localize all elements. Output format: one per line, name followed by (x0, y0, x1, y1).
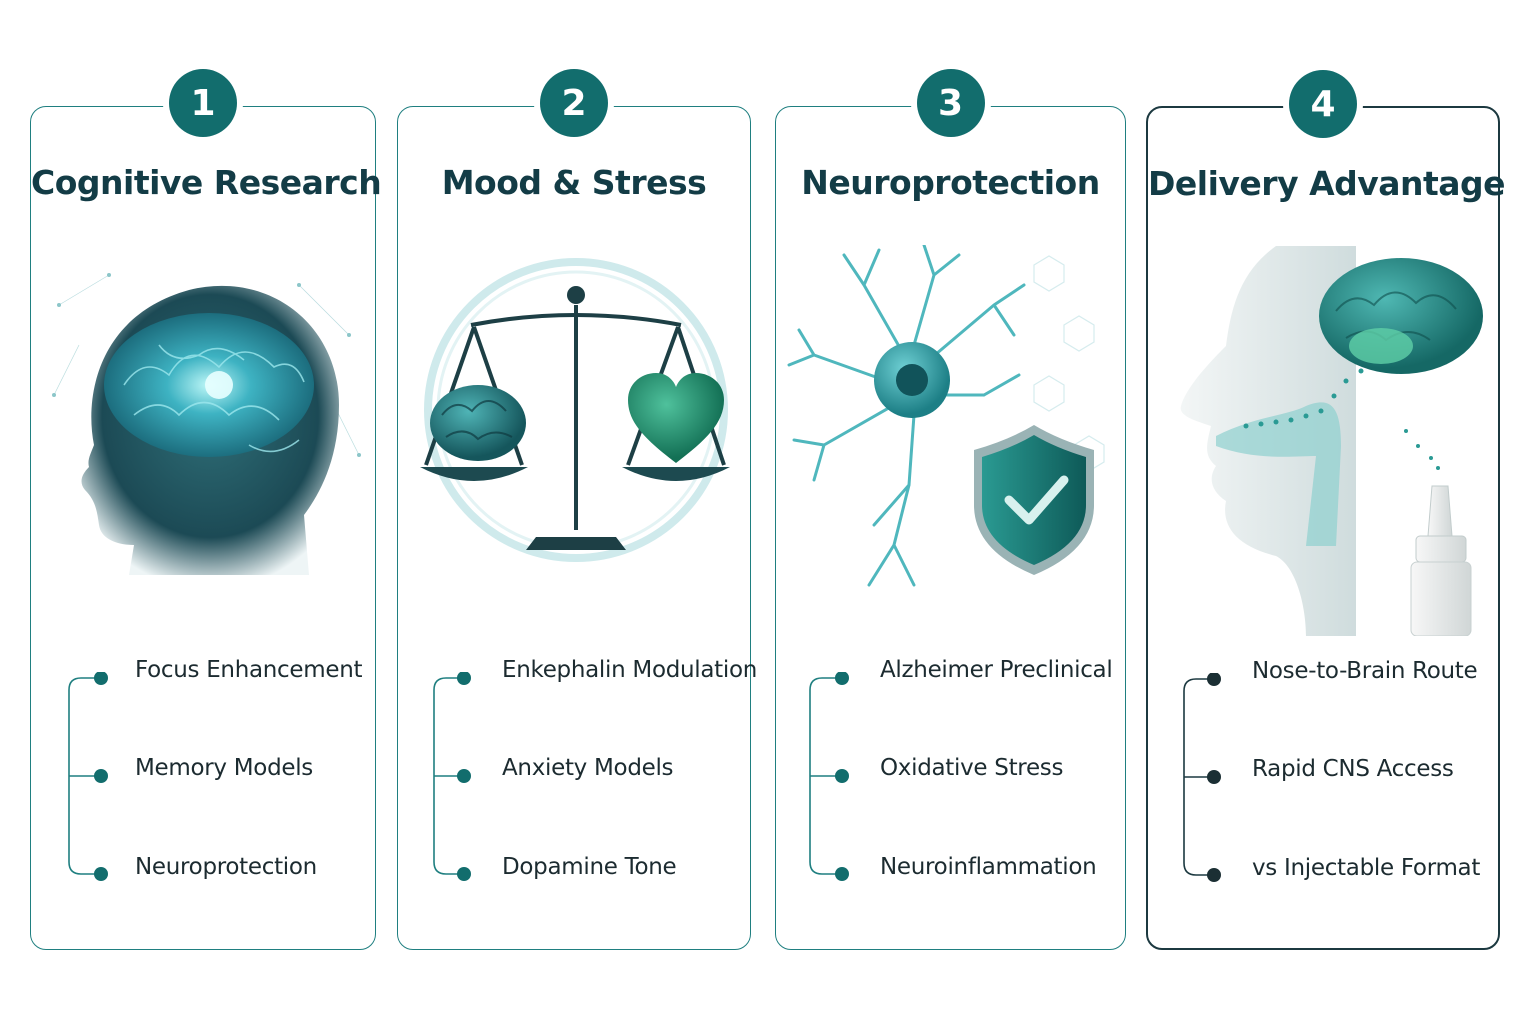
balance-scale-icon (420, 258, 730, 562)
list-item: Rapid CNS Access (1252, 756, 1454, 782)
list-item: Memory Models (135, 755, 313, 781)
card-title: Cognitive Research (31, 163, 382, 202)
list-connector (68, 672, 108, 881)
nasal-spray-brain-icon (1180, 246, 1483, 636)
list-item: Neuroinflammation (880, 854, 1097, 880)
list-connector (809, 672, 849, 881)
card-title: Delivery Advantage (1148, 164, 1506, 203)
list-item: Alzheimer Preclinical (880, 657, 1113, 683)
card-title: Mood & Stress (441, 163, 707, 202)
list-item: Dopamine Tone (502, 854, 677, 880)
step-number-badge: 2 (540, 69, 608, 137)
list-connector (1183, 673, 1221, 882)
human-head-brain-icon (52, 273, 361, 575)
card-cognitive-research: 1 Cognitive Research (30, 69, 382, 950)
list-item: Nose-to-Brain Route (1252, 658, 1478, 684)
list-connector (433, 672, 471, 881)
card-title: Neuroprotection (801, 163, 1100, 202)
list-item: Anxiety Models (502, 755, 674, 781)
card-neuroprotection: 3 Neuroprotection (775, 69, 1126, 950)
list-item: Oxidative Stress (880, 755, 1064, 781)
step-number-badge: 3 (916, 69, 985, 137)
list-item: Focus Enhancement (135, 657, 363, 683)
list-item: Enkephalin Modulation (502, 657, 758, 683)
list-item: vs Injectable Format (1252, 855, 1481, 881)
neuron-shield-icon (787, 245, 1105, 587)
card-mood-stress: 2 Mood & Stress (397, 69, 757, 950)
step-number-badge: 4 (1289, 70, 1357, 138)
step-number-badge: 1 (169, 69, 237, 137)
list-item: Neuroprotection (135, 854, 317, 880)
card-delivery-advantage: 4 Delivery Advantage (1146, 70, 1506, 950)
